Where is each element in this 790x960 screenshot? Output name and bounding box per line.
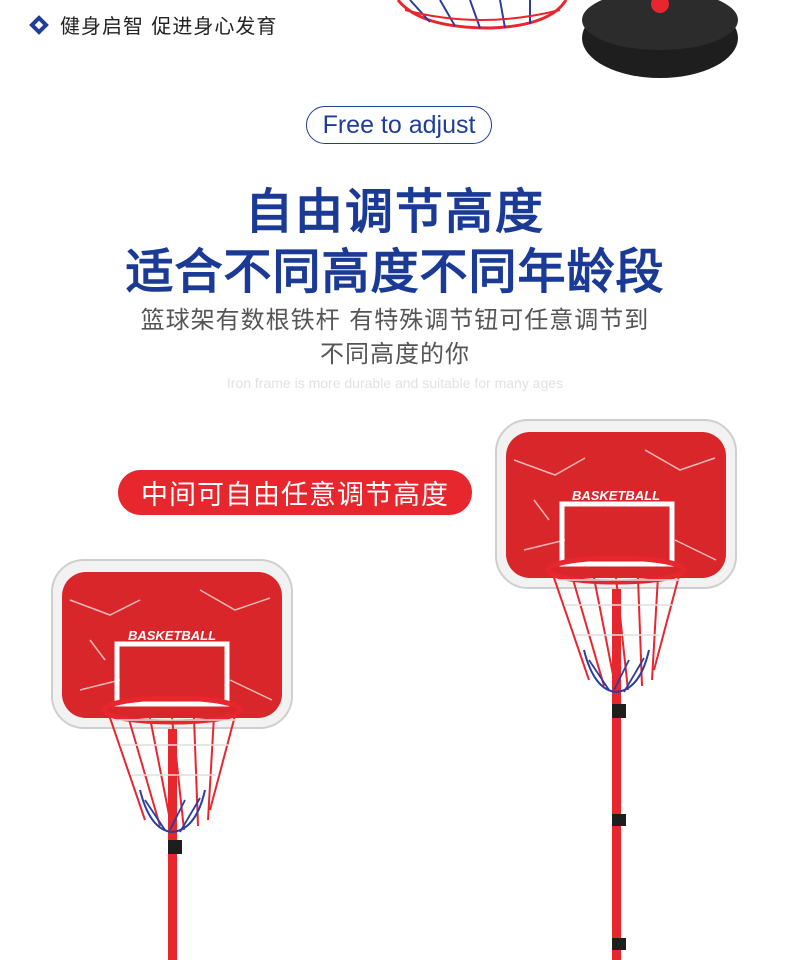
description-line-2: 不同高度的你 [320,340,470,368]
headline-line-1: 自由调节高度 [244,184,545,240]
headline-line-2: 适合不同高度不同年龄段 [125,244,665,300]
left-hoop-stand-image [51,559,293,960]
diamond-bullet-icon [29,14,49,35]
feature-bullet: 健身启智 促进身心发育 [28,10,277,39]
tagline-text: Free to adjust [322,110,476,139]
tagline-pill: Free to adjust [306,106,492,144]
english-note: Iron frame is more durable and suitable … [226,375,564,391]
feature-bullet-text: 健身启智 促进身心发育 [60,14,278,38]
adjustable-height-badge-text: 中间可自由任意调节高度 [141,480,449,511]
right-hoop-stand-image [495,419,737,960]
adjustable-height-badge: 中间可自由任意调节高度 [118,470,472,515]
left-backboard-label: BASKETBALL [128,628,216,643]
top-stand-base-image [582,0,738,78]
top-hoop-net-image [396,0,568,30]
description-line-1: 篮球架有数根铁杆 有特殊调节钮可任意调节到 [140,306,650,334]
right-backboard-label: BASKETBALL [572,488,660,503]
